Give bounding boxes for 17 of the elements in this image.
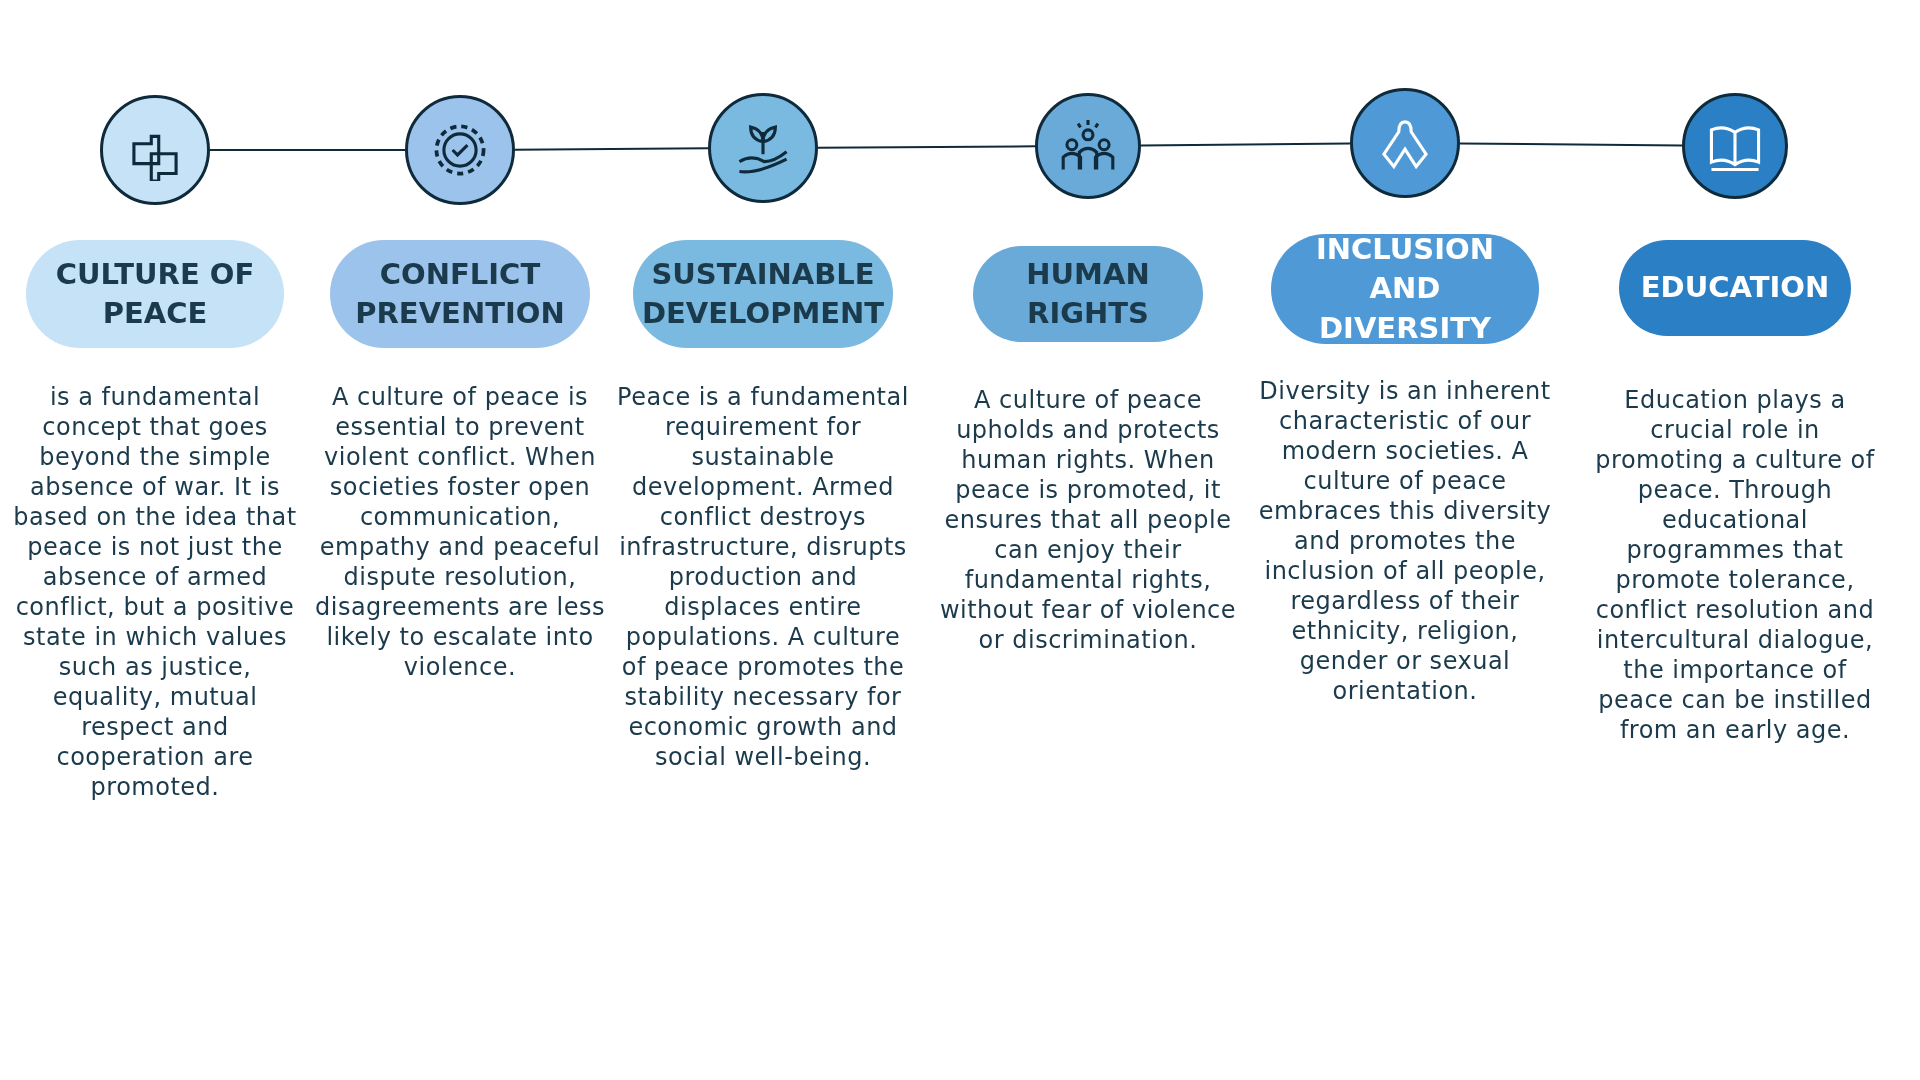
connector-line [1459, 142, 1683, 147]
description-text: is a fundamental concept that goes beyond the simple absence of war. It is based on the idea that peace is not just the absence of armed conflict, but a positive state in which values such as justice, equality, mutual respect and cooperation are promoted. [12, 382, 298, 802]
description-text: A culture of peace is essential to prevent violent conflict. When societies foster open communication, empathy and peaceful dispute resolution, disagreements are less likely to escalate into violence. [314, 382, 606, 682]
connector-line [1140, 142, 1351, 147]
description-text: Peace is a fundamental requirement for sustainable development. Armed conflict destroys infrastructure, disrupts production and displaces entire populations. A culture of peace promotes the stability necessary for economic growth and social well-being. [616, 382, 910, 772]
heading-pill: EDUCATION [1619, 240, 1851, 336]
heading-pill: CONFLICT PREVENTION [330, 240, 590, 348]
heading-pill: HUMAN RIGHTS [973, 246, 1203, 342]
description-text: A culture of peace upholds and protects human rights. When peace is promoted, it ensures that all people can enjoy their fundamental rights, without fear of violence or discrimination. [938, 385, 1238, 655]
heading-pill: CULTURE OF PEACE [26, 240, 284, 348]
connector-line [209, 149, 406, 151]
heading-pill: INCLUSION AND DIVERSITY [1271, 234, 1539, 344]
description-text: Education plays a crucial role in promoting a culture of peace. Through educational programmes that promote tolerance, conflict resolution and intercultural dialogue, the importance of peace can be instilled from an early age. [1594, 385, 1876, 745]
heading-pill: SUSTAINABLE DEVELOPMENT [633, 240, 893, 348]
connector-line [514, 147, 709, 151]
description-text: Diversity is an inherent characteristic of our modern societies. A culture of peace embraces this diversity and promotes the inclusion of all people, regardless of their ethnicity, religion, gender or sexual orientation. [1257, 376, 1553, 706]
connector-line [817, 145, 1036, 149]
